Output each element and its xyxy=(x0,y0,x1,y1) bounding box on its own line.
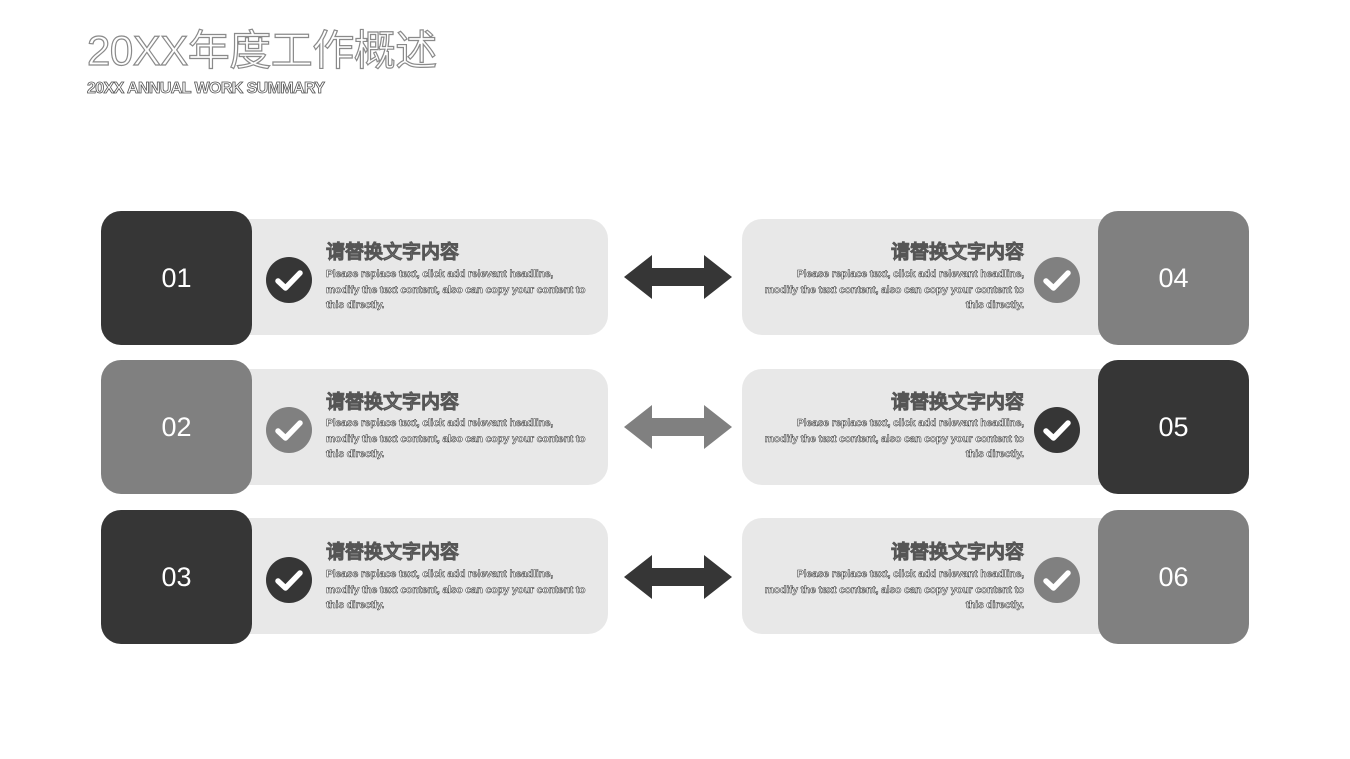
item-heading: 请替换文字内容 xyxy=(326,392,460,414)
item-number: 05 xyxy=(1158,411,1189,442)
page-subtitle: 20XX ANNUAL WORK SUMMARY xyxy=(87,80,326,98)
item-heading: 请替换文字内容 xyxy=(890,392,1025,414)
checkmark-circle-icon xyxy=(1034,557,1080,603)
checkmark-circle-icon xyxy=(266,257,312,303)
item-heading: 请替换文字内容 xyxy=(326,542,460,564)
item-heading: 请替换文字内容 xyxy=(326,242,460,264)
item-body: Please replace text, click add relevant … xyxy=(326,268,586,311)
item-number: 03 xyxy=(161,561,192,592)
item-number: 04 xyxy=(1158,262,1189,293)
double-arrow-icon xyxy=(624,555,732,599)
checkmark-circle-icon xyxy=(1034,407,1080,453)
item-body: Please replace text, click add relevant … xyxy=(326,417,586,460)
double-arrow-icon xyxy=(624,255,732,299)
checkmark-circle-icon xyxy=(266,407,312,453)
item-body: Please replace text, click add relevant … xyxy=(326,568,586,611)
item-number: 06 xyxy=(1158,561,1189,592)
item-number-badge: 02 xyxy=(101,360,252,494)
item-number-badge: 03 xyxy=(101,510,252,644)
item-number: 01 xyxy=(161,262,192,293)
item-number-badge: 06 xyxy=(1098,510,1249,644)
item-number: 02 xyxy=(161,411,192,442)
item-body: Please replace text, click add relevant … xyxy=(764,268,1024,311)
checkmark-circle-icon xyxy=(1034,257,1080,303)
item-body: Please replace text, click add relevant … xyxy=(764,568,1024,611)
item-heading: 请替换文字内容 xyxy=(890,242,1025,264)
item-body: Please replace text, click add relevant … xyxy=(764,417,1024,460)
item-number-badge: 05 xyxy=(1098,360,1249,494)
double-arrow-icon xyxy=(624,405,732,449)
checkmark-circle-icon xyxy=(266,557,312,603)
page-title: 20XX年度工作概述 xyxy=(86,26,437,74)
item-number-badge: 04 xyxy=(1098,211,1249,345)
item-number-badge: 01 xyxy=(101,211,252,345)
item-heading: 请替换文字内容 xyxy=(890,542,1025,564)
